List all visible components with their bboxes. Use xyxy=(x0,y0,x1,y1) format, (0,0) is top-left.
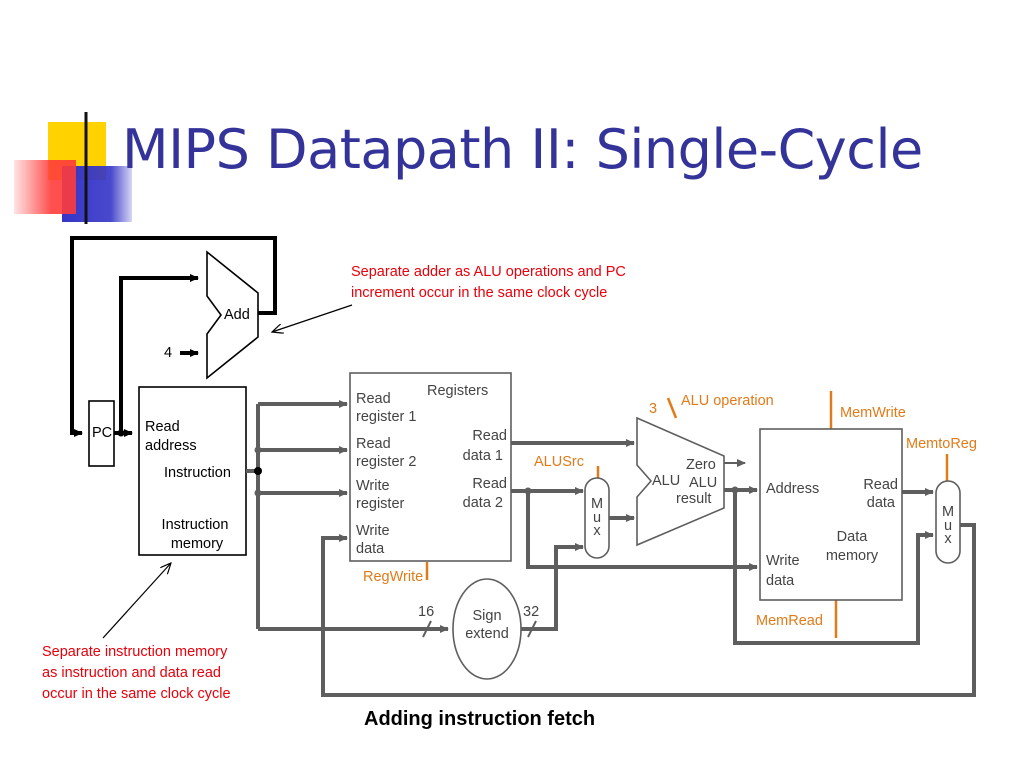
read-data-2-label-1: Read xyxy=(472,476,507,492)
reg-write-data-label-2: data xyxy=(356,541,385,557)
imem-note-line-3: occur in the same clock cycle xyxy=(42,686,231,702)
alu-op-bits-label: 3 xyxy=(649,401,657,417)
read-address-label-1: Read xyxy=(145,419,180,435)
figure-caption: Adding instruction fetch xyxy=(364,708,596,730)
read-data-1-label-2: data 1 xyxy=(463,448,503,464)
alu-zero-label: Zero xyxy=(686,457,716,473)
dmem-write-data-label-2: data xyxy=(766,573,795,589)
instruction-memory xyxy=(138,386,247,556)
pc-label: PC xyxy=(92,425,112,441)
read-register-2-label-2: register 2 xyxy=(356,454,416,470)
mem-mux-letter-u: u xyxy=(944,518,952,534)
decorative-squares xyxy=(14,112,1000,224)
data-memory xyxy=(759,428,903,601)
dmem-name-label-1: Data xyxy=(837,529,869,545)
imem-name-label-1: Instruction xyxy=(162,517,229,533)
mem-mux-letter-x: x xyxy=(944,531,952,547)
regwrite-label: RegWrite xyxy=(363,569,423,585)
alu-mux-letter-u: u xyxy=(593,510,601,526)
sign-extend-unit xyxy=(452,578,522,680)
imem-note-arrow xyxy=(102,563,171,639)
read-register-2-label-1: Read xyxy=(356,436,391,452)
alu-result-label-1: ALU xyxy=(689,475,717,491)
alu-mux-letter-x: x xyxy=(593,523,601,539)
sign-extend-label-2: extend xyxy=(465,626,509,642)
pc-junction xyxy=(117,429,125,437)
adder xyxy=(206,250,259,380)
write-register-label-1: Write xyxy=(356,478,390,494)
dmem-name-label-2: memory xyxy=(826,548,879,564)
read-address-label-2: address xyxy=(145,438,197,454)
alusrc-label: ALUSrc xyxy=(534,454,584,470)
bit-width-16-label: 16 xyxy=(418,604,434,620)
adder-note-line-2: increment occur in the same clock cycle xyxy=(351,285,608,301)
write-register-label-2: register xyxy=(356,496,405,512)
dmem-write-data-label-1: Write xyxy=(766,553,800,569)
datapath-wires xyxy=(246,400,976,697)
alu-result-label-2: result xyxy=(676,491,711,507)
alu-label: ALU xyxy=(652,473,680,489)
adder-note-arrow xyxy=(272,304,353,332)
dmem-read-data-label-1: Read xyxy=(863,477,898,493)
adder-note: Separate adder as ALU operations and PC … xyxy=(351,262,626,304)
memread-label: MemRead xyxy=(756,613,823,629)
wire-junctions xyxy=(254,446,739,497)
read-data-1-label-1: Read xyxy=(472,428,507,444)
pc-register xyxy=(88,400,115,467)
read-register-1-label-1: Read xyxy=(356,391,391,407)
sign-extend-label-1: Sign xyxy=(472,608,501,624)
alu-src-mux xyxy=(584,477,610,559)
imem-note-line-1: Separate instruction memory xyxy=(42,644,228,660)
register-file xyxy=(349,372,512,562)
imem-note-line-2: as instruction and data read xyxy=(42,665,221,681)
imem-note: Separate instruction memory as instructi… xyxy=(42,642,231,705)
adder-constant-label: 4 xyxy=(164,345,172,361)
bit-width-slashes xyxy=(422,620,537,638)
alu xyxy=(636,416,725,547)
memwrite-label: MemWrite xyxy=(840,405,906,421)
registers-title: Registers xyxy=(427,383,488,399)
bit-width-32-label: 32 xyxy=(523,604,539,620)
adder-note-line-1: Separate adder as ALU operations and PC xyxy=(351,264,626,280)
instruction-junction xyxy=(254,467,262,475)
alu-mux-letter-m: M xyxy=(591,496,603,512)
alu-operation-label: ALU operation xyxy=(681,393,774,409)
instruction-label: Instruction xyxy=(164,465,231,481)
slide-title: MIPS Datapath II: Single-Cycle xyxy=(122,118,923,181)
mem-mux-letter-m: M xyxy=(942,504,954,520)
dmem-read-data-label-2: data xyxy=(867,495,896,511)
read-data-2-label-2: data 2 xyxy=(463,495,503,511)
memtoreg-label: MemtoReg xyxy=(906,436,977,452)
dmem-address-label: Address xyxy=(766,481,819,497)
reg-write-data-label-1: Write xyxy=(356,523,390,539)
adder-label: Add xyxy=(224,307,250,323)
read-register-1-label-2: register 1 xyxy=(356,409,416,425)
mem-to-reg-mux xyxy=(935,480,961,564)
imem-name-label-2: memory xyxy=(171,536,224,552)
